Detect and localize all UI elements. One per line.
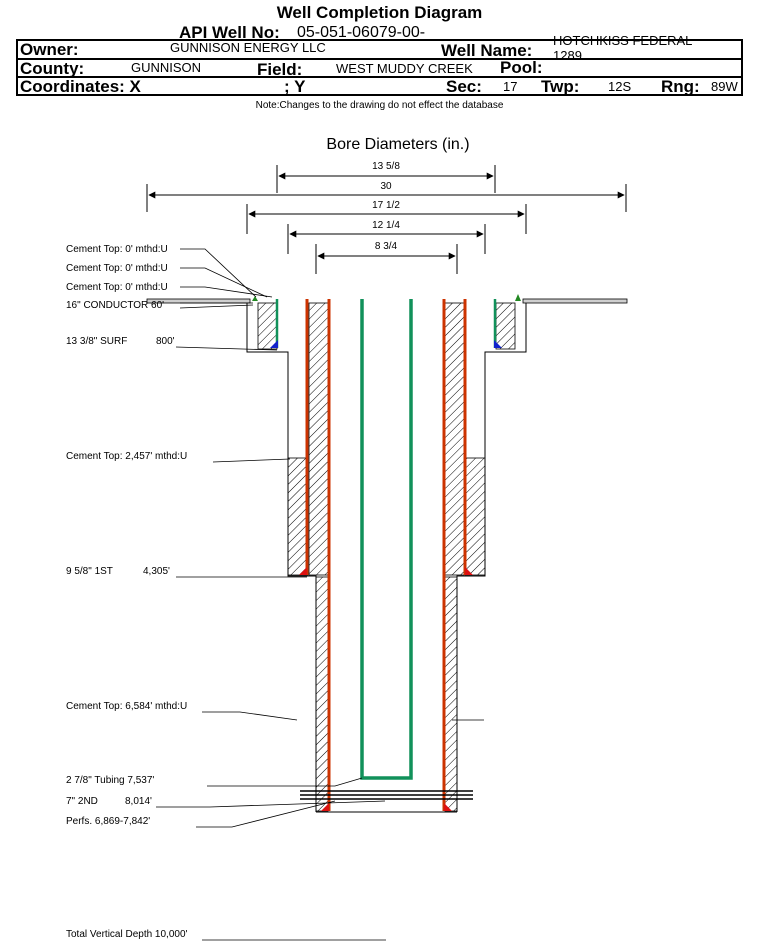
bore-diameters-title: Bore Diameters (in.)	[326, 136, 469, 153]
bore-dim-label: 8 3/4	[375, 241, 398, 252]
coordinates-label: Coordinates: X	[20, 77, 141, 96]
shoe-marker	[321, 803, 329, 811]
bore-dimension-8-3-4: 8 3/4	[315, 241, 458, 274]
intermediate-casing-depth: 4,305'	[143, 566, 170, 577]
owner-value: GUNNISON ENERGY LLC	[170, 40, 326, 55]
owner-label: Owner:	[20, 40, 79, 59]
conductor-casing	[275, 299, 497, 348]
sec-value: 17	[503, 79, 518, 94]
header-rule-3	[16, 76, 741, 78]
api-label: API Well No:	[179, 23, 280, 42]
surface-casing-label: 13 3/8" SURF	[66, 336, 127, 347]
header-rule-4	[16, 94, 741, 96]
bore-dim-label: 12 1/4	[372, 220, 400, 231]
perforations-label: Perfs. 6,869-7,842'	[66, 816, 150, 827]
field-value: WEST MUDDY CREEK	[336, 61, 473, 76]
annotations: Cement Top: 0' mthd:U Cement Top: 0' mth…	[66, 244, 188, 940]
surface-casing-depth: 800'	[156, 336, 175, 347]
bore-dim-label: 30	[380, 181, 392, 192]
intermediate-cement	[287, 457, 486, 576]
tubing-label: 2 7/8" Tubing 7,537'	[66, 775, 154, 786]
shoe-marker	[252, 296, 258, 301]
intermediate-casing-label: 9 5/8" 1ST	[66, 566, 113, 577]
ground-surface	[146, 298, 628, 304]
bore-dim-label: 13 5/8	[372, 161, 400, 172]
bore-dim-label: 17 1/2	[372, 200, 400, 211]
header-rule-2	[16, 58, 741, 60]
header-rule-1	[16, 39, 741, 41]
note-text: Note:Changes to the drawing do not effec…	[255, 100, 504, 111]
cement-top-label: Cement Top: 6,584' mthd:U	[66, 701, 187, 712]
header: Well Completion Diagram API Well No: 05-…	[0, 0, 759, 120]
production-casing-depth: 8,014'	[125, 796, 152, 807]
well-name-label: Well Name:	[441, 41, 533, 60]
conductor-cement	[257, 302, 516, 350]
twp-label: Twp:	[541, 77, 580, 96]
coordinates-y-label: ; Y	[284, 77, 306, 96]
production-cement	[315, 576, 458, 812]
twp-value: 12S	[608, 79, 632, 94]
cement-top-label: Cement Top: 0' mthd:U	[66, 244, 168, 255]
cement-top-label: Cement Top: 2,457' mthd:U	[66, 451, 187, 462]
total-depth-label: Total Vertical Depth 10,000'	[66, 929, 188, 940]
surface-casing	[305, 299, 467, 575]
production-casing-label: 7" 2ND	[66, 796, 98, 807]
rng-label: Rng:	[661, 77, 700, 96]
bore-dimension-30: 30	[146, 181, 627, 212]
county-label: County:	[20, 59, 85, 78]
sec-label: Sec:	[446, 77, 482, 96]
tubing-string	[360, 299, 413, 780]
rng-value: 89W	[711, 79, 738, 94]
shoe-marker	[444, 803, 452, 811]
page-title: Well Completion Diagram	[276, 3, 483, 22]
bore-dimension-17-1-2: 17 1/2	[246, 200, 527, 234]
shoe-marker	[270, 340, 278, 348]
header-left-border	[16, 39, 18, 96]
production-casing	[327, 299, 446, 811]
bore-dimension-13-5-8: 13 5/8	[276, 161, 496, 193]
field-label: Field:	[257, 60, 303, 79]
conductor-label: 16" CONDUCTOR 60'	[66, 300, 164, 311]
bore-dimension-12-1-4: 12 1/4	[287, 220, 486, 254]
header-right-border	[741, 39, 743, 96]
shoe-marker	[494, 340, 502, 348]
surface-casing-cement	[308, 302, 465, 576]
casing-shoes	[252, 294, 521, 811]
shoe-marker	[299, 567, 307, 575]
pool-label: Pool:	[500, 58, 543, 77]
leader-lines	[156, 248, 484, 941]
shoe-marker	[515, 294, 521, 301]
county-value: GUNNISON	[131, 60, 202, 75]
api-value: 05-051-06079-00-	[297, 24, 426, 41]
shoe-marker	[465, 567, 473, 575]
cement-top-label: Cement Top: 0' mthd:U	[66, 263, 168, 274]
cement-top-label: Cement Top: 0' mthd:U	[66, 282, 168, 293]
perforations	[300, 790, 473, 800]
